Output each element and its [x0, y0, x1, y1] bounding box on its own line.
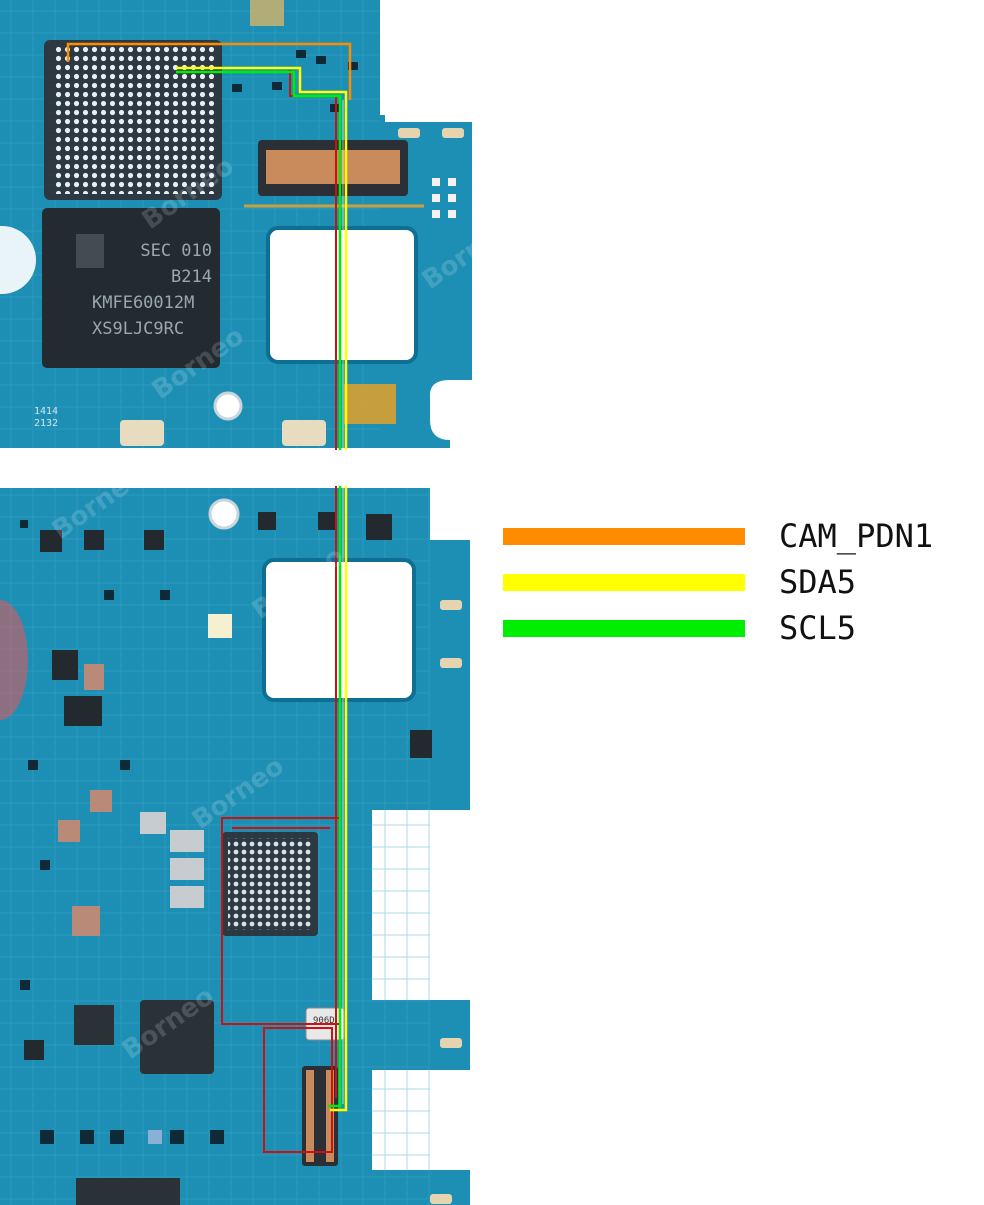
mount-hole-lower: [208, 498, 240, 530]
legend-item-cam-pdn1: CAM_PDN1: [503, 516, 963, 556]
small-ic-label: 906D: [313, 1016, 335, 1026]
legend-label-sda5: SDA5: [779, 563, 857, 601]
legend-swatch-scl5: [503, 620, 745, 637]
legend-item-scl5: SCL5: [503, 608, 963, 648]
upper-board: [0, 0, 472, 448]
trace-sda5: [176, 66, 348, 1112]
legend-item-sda5: SDA5: [503, 562, 963, 602]
memory-label-line-3: KMFE60012M: [92, 293, 195, 313]
signal-traces: [66, 42, 352, 1112]
upper-board-window: [266, 226, 418, 364]
memory-label-line-1: SEC 010: [140, 241, 212, 261]
legend-swatch-sda5: [503, 574, 745, 591]
memory-chip-label: SEC 010 B214 KMFE60012M XS9LJC9RC: [92, 238, 212, 342]
board-silk-1: 1414: [34, 406, 59, 417]
board-silk-2: 2132: [34, 418, 59, 429]
memory-label-line-4: XS9LJC9RC: [92, 319, 185, 339]
trace-scl5: [176, 70, 342, 1108]
board-silk-text: 1414 2132: [34, 406, 58, 430]
lower-board: [0, 488, 470, 1205]
legend-label-cam-pdn1: CAM_PDN1: [779, 517, 934, 555]
pmic-chip: [140, 1000, 214, 1074]
mount-hole: [213, 391, 243, 421]
legend-swatch-cam-pdn1: [503, 528, 745, 545]
trace-cam-pdn1: [66, 42, 352, 100]
memory-label-line-2: B214: [171, 267, 212, 287]
legend-label-scl5: SCL5: [779, 609, 857, 647]
legend: CAM_PDN1 SDA5 SCL5: [503, 510, 963, 650]
